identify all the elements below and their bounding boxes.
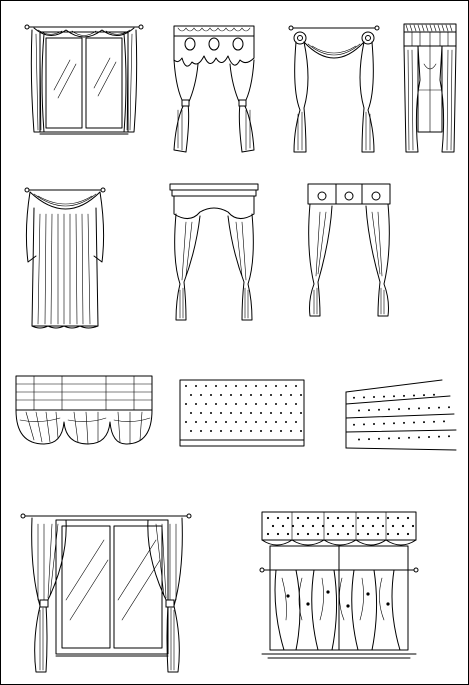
window-swag-valance-drapes <box>24 24 144 135</box>
balloon-shade <box>15 375 153 445</box>
swag-scarf-drapes <box>24 187 106 329</box>
ruffled-valance-tieback-drapes <box>173 25 255 153</box>
rosette-swag-drapes <box>288 25 380 153</box>
dotted-roman-shade <box>179 379 305 447</box>
dotted-slanted-shade <box>345 379 457 451</box>
box-pleat-valance-drapes <box>403 23 457 153</box>
sliding-window-tieback-drapes <box>20 513 192 673</box>
tab-valance-tieback-drapes <box>307 183 391 317</box>
cornice-shaped-valance-drapes <box>169 183 259 321</box>
patterned-valance-sheer-panels <box>259 511 419 659</box>
